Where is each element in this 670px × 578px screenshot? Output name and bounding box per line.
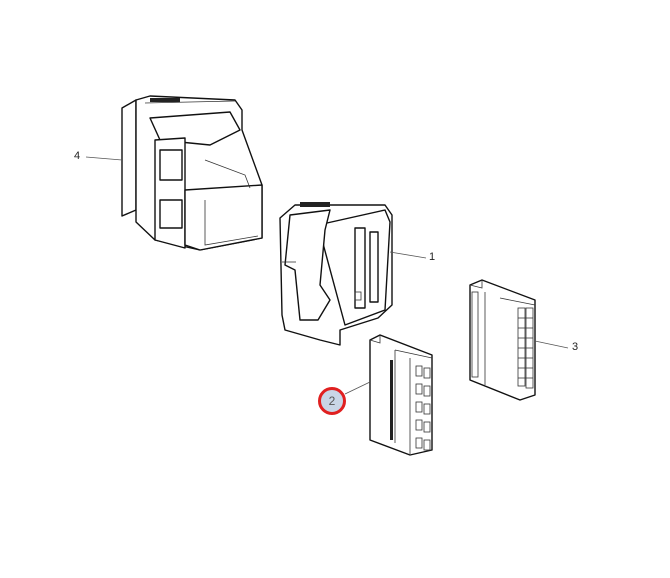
leader-line-1 — [389, 251, 427, 259]
callout-1[interactable]: 1 — [429, 251, 436, 263]
leader-line-3 — [534, 340, 569, 349]
leader-line-4 — [85, 156, 123, 161]
callout-3[interactable]: 3 — [572, 341, 579, 353]
part-1-connector[interactable] — [279, 202, 393, 346]
leader-line-2 — [344, 381, 371, 395]
part-3-terminal-block[interactable] — [469, 279, 536, 401]
callout-4[interactable]: 4 — [74, 150, 81, 162]
part-4-housing[interactable] — [121, 95, 263, 251]
part-2-terminal-block[interactable] — [369, 334, 433, 456]
cavity-grid — [471, 291, 534, 389]
callout-2-highlighted[interactable]: 2 — [318, 387, 346, 415]
cavity-grid — [390, 360, 431, 451]
